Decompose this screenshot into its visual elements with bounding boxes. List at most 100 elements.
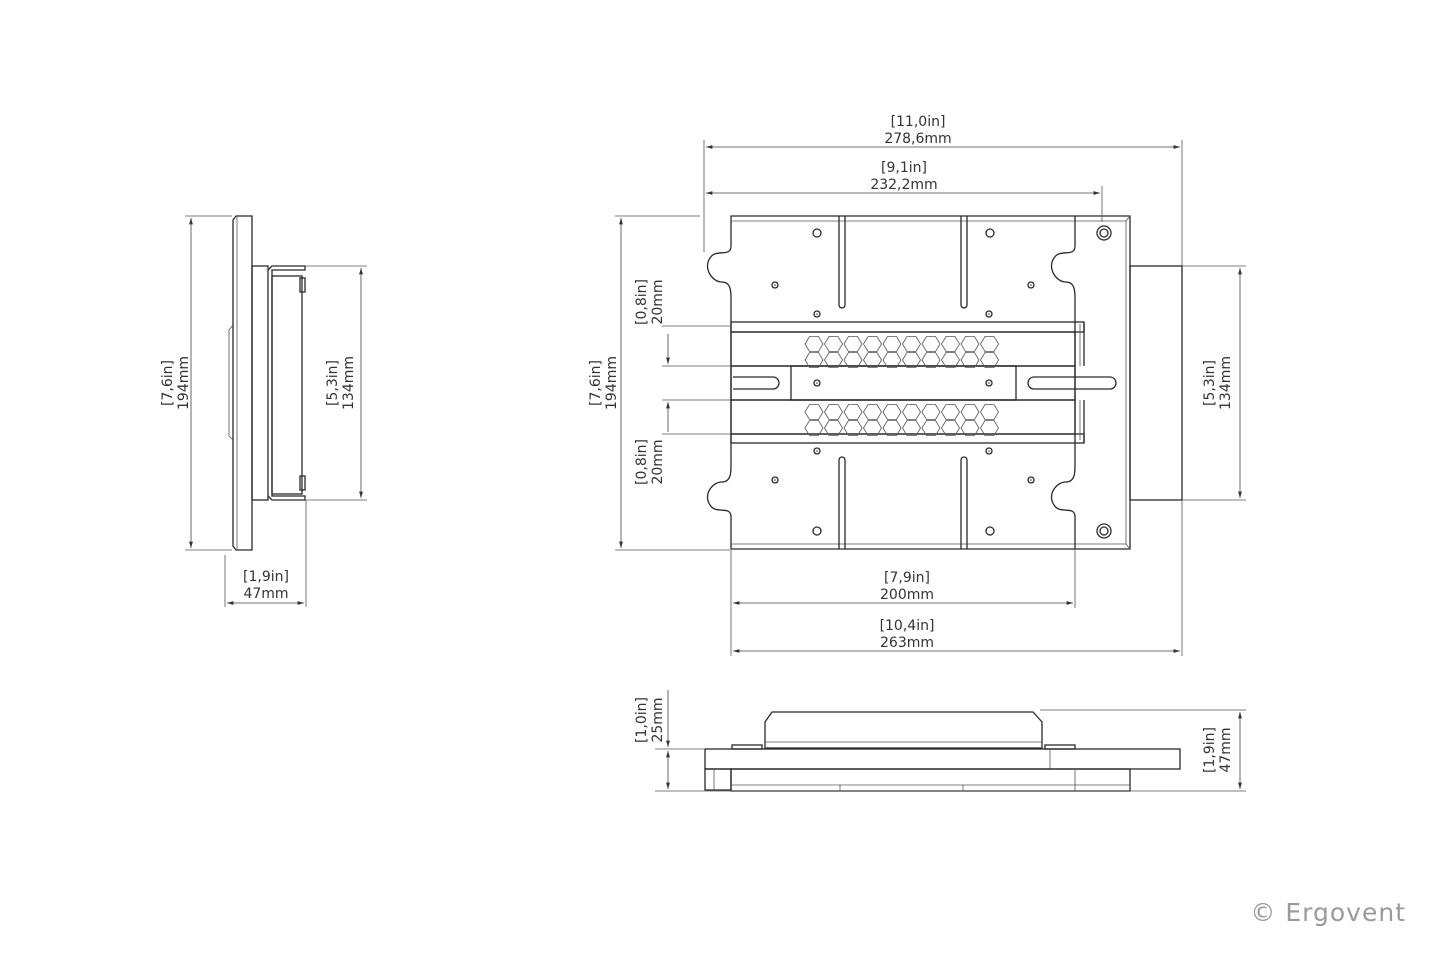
honeycomb-cell bbox=[863, 420, 882, 436]
dim-label: [7,6in] bbox=[588, 360, 604, 406]
screw-hole-center bbox=[774, 284, 776, 286]
side-view: [7,6in] 194mm [5,3in] 134mm [1,9in] 47mm bbox=[160, 215, 367, 607]
dim-label: 232,2mm bbox=[870, 177, 937, 193]
honeycomb-cell bbox=[960, 420, 980, 436]
front-view: [1,0in] 25mm [1,9in] 47mm bbox=[634, 690, 1246, 792]
screw-hole bbox=[985, 379, 993, 387]
honeycomb-cell bbox=[941, 336, 960, 352]
dim-label: [1,9in] bbox=[1202, 727, 1218, 773]
dim-label: [9,1in] bbox=[881, 160, 927, 176]
honeycomb-cell bbox=[824, 336, 843, 352]
top-view: [11,0in] 278,6mm [9,1in] 232,2mm [7,6in]… bbox=[588, 114, 1246, 656]
side-bracket bbox=[251, 265, 269, 501]
dim-label: 25mm bbox=[650, 697, 666, 742]
honeycomb-cell bbox=[824, 404, 843, 420]
honeycomb-cell bbox=[902, 420, 921, 436]
front-box bbox=[764, 711, 1043, 749]
honeycomb-cell bbox=[804, 420, 824, 436]
honeycomb-cell bbox=[941, 352, 960, 368]
honeycomb-cell bbox=[980, 420, 999, 436]
honeycomb-cell bbox=[804, 352, 824, 368]
screw-hole bbox=[771, 281, 779, 289]
screw-hole-center bbox=[816, 382, 818, 384]
honeycomb-cell bbox=[921, 420, 941, 436]
screw-hole bbox=[1027, 281, 1035, 289]
mounting-holes bbox=[771, 225, 1112, 539]
dim-label: 134mm bbox=[1218, 356, 1234, 410]
screw-hole bbox=[985, 447, 993, 455]
dim-label: [7,9in] bbox=[884, 570, 930, 586]
honeycomb-cell bbox=[921, 336, 941, 352]
hole bbox=[985, 526, 995, 536]
screw-hole-center bbox=[816, 313, 818, 315]
screw-hole-center bbox=[774, 479, 776, 481]
honeycomb-cell bbox=[824, 420, 843, 436]
dim-label: 263mm bbox=[880, 635, 934, 651]
dim-label: 134mm bbox=[341, 356, 357, 410]
dim-label: [1,0in] bbox=[634, 697, 650, 743]
honeycomb-cell bbox=[902, 352, 921, 368]
hole bbox=[812, 526, 822, 536]
screw-hole bbox=[771, 476, 779, 484]
honeycomb-cell bbox=[882, 420, 902, 436]
side-box bbox=[271, 275, 303, 495]
honeycomb-cell bbox=[960, 336, 980, 352]
screw-hole bbox=[813, 379, 821, 387]
honeycomb-cell bbox=[960, 352, 980, 368]
screw-hole-center bbox=[988, 313, 990, 315]
honeycomb-cell bbox=[843, 420, 863, 436]
screw-hole-center bbox=[1030, 284, 1032, 286]
dim-label: 194mm bbox=[604, 356, 620, 410]
honeycomb-cell bbox=[941, 420, 960, 436]
dim-label: 194mm bbox=[176, 356, 192, 410]
honeycomb-cell bbox=[902, 336, 921, 352]
dim-label: 278,6mm bbox=[884, 131, 951, 147]
honeycomb-cell bbox=[882, 336, 902, 352]
hole bbox=[812, 228, 822, 238]
upper-rail bbox=[730, 321, 1085, 333]
honeycomb-cell bbox=[980, 404, 999, 420]
dim-label: 200mm bbox=[880, 587, 934, 603]
hole bbox=[985, 228, 995, 238]
fastener-inner bbox=[1099, 526, 1109, 536]
honeycomb-cell bbox=[804, 336, 824, 352]
dim-label: [7,6in] bbox=[160, 360, 176, 406]
fastener-inner bbox=[1099, 228, 1109, 238]
dim-label: 20mm bbox=[650, 279, 666, 324]
honeycomb-cell bbox=[863, 336, 882, 352]
honeycomb-grille bbox=[804, 336, 999, 436]
honeycomb-cell bbox=[980, 336, 999, 352]
screw-hole-center bbox=[988, 450, 990, 452]
dim-label: [11,0in] bbox=[891, 114, 946, 130]
screw-hole bbox=[813, 310, 821, 318]
screw-hole-center bbox=[1030, 479, 1032, 481]
honeycomb-cell bbox=[921, 352, 941, 368]
side-plate bbox=[232, 215, 253, 551]
top-box bbox=[1129, 265, 1183, 501]
center-bar bbox=[730, 365, 1076, 401]
front-plate bbox=[704, 748, 1181, 770]
honeycomb-cell bbox=[921, 404, 941, 420]
dim-label: 47mm bbox=[1218, 727, 1234, 772]
honeycomb-cell bbox=[980, 352, 999, 368]
honeycomb-cell bbox=[843, 404, 863, 420]
honeycomb-cell bbox=[941, 404, 960, 420]
honeycomb-cell bbox=[863, 404, 882, 420]
honeycomb-cell bbox=[804, 404, 824, 420]
dim-label: [10,4in] bbox=[880, 618, 935, 634]
dim-label: [5,3in] bbox=[325, 360, 341, 406]
dim-label: [0,8in] bbox=[634, 279, 650, 325]
top-plate bbox=[706, 215, 1131, 550]
screw-hole-center bbox=[988, 382, 990, 384]
honeycomb-cell bbox=[882, 404, 902, 420]
honeycomb-cell bbox=[882, 352, 902, 368]
honeycomb-cell bbox=[843, 336, 863, 352]
screw-hole-center bbox=[816, 450, 818, 452]
dim-label: 47mm bbox=[243, 586, 288, 602]
dim-label: [5,3in] bbox=[1202, 360, 1218, 406]
copyright-watermark: © Ergovent bbox=[1250, 898, 1406, 927]
screw-hole bbox=[1027, 476, 1035, 484]
honeycomb-cell bbox=[824, 352, 843, 368]
dim-label: [1,9in] bbox=[243, 569, 289, 585]
